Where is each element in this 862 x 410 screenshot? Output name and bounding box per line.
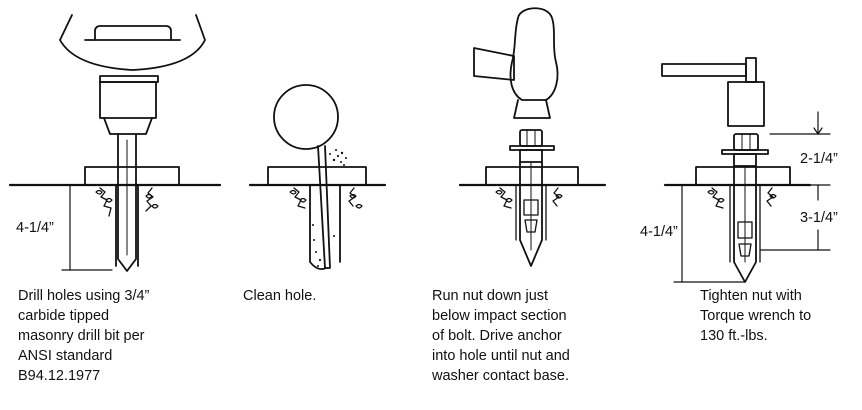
drill-bit <box>117 133 137 272</box>
step-1-caption: Drill holes using 3/4” carbide tipped ma… <box>18 288 150 384</box>
step-3-caption: Run nut down just below impact section o… <box>432 288 570 384</box>
step-4-caption: Tighten nut with Torque wrench to 130 ft… <box>700 288 812 344</box>
drill-panel: 4-1/4” <box>8 14 222 272</box>
blower-bulb <box>273 84 339 150</box>
torque-wrench-handle <box>661 63 747 77</box>
dust-particles <box>329 149 347 166</box>
wedge-anchor <box>519 161 543 267</box>
clean-panel <box>248 84 387 271</box>
base-plate <box>84 166 180 186</box>
wedge-anchor <box>733 165 757 283</box>
projection-label: 2-1/4” <box>800 151 838 167</box>
base-plate <box>267 166 367 186</box>
hammer-head <box>509 7 559 101</box>
step-2-caption: Clean hole. <box>243 288 317 304</box>
torque-panel: 4-1/4” 2-1/4” 3-1/4” <box>640 57 838 283</box>
base-plate <box>485 166 579 186</box>
depth-label: 4-1/4” <box>640 224 678 240</box>
socket <box>727 81 765 127</box>
hammer-handle <box>473 47 515 81</box>
base-plate <box>695 166 791 186</box>
embedment-label: 3-1/4” <box>800 210 838 226</box>
hex-nut <box>519 129 543 147</box>
hole-wall <box>309 184 341 271</box>
hex-nut <box>733 133 759 151</box>
depth-label: 4-1/4” <box>16 220 54 236</box>
hole-wall <box>115 184 139 267</box>
drill-chuck <box>99 81 157 119</box>
blower-tube <box>317 145 331 269</box>
drive-panel <box>458 7 607 267</box>
drill-housing <box>59 14 206 71</box>
